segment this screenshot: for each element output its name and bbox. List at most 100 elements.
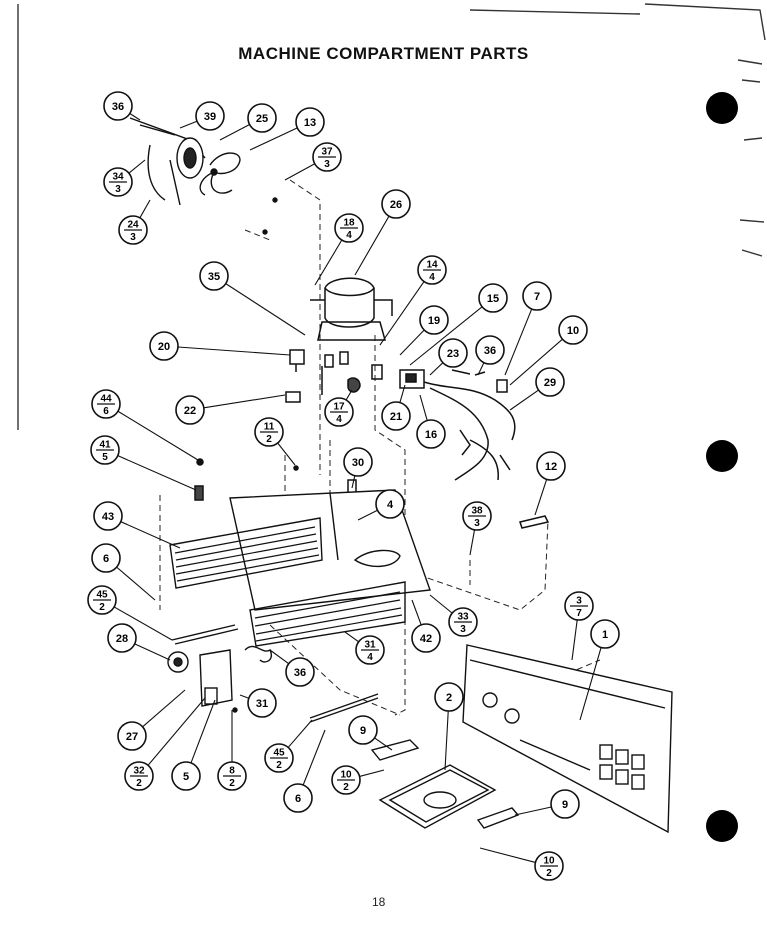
callout-part-number: 4 (387, 499, 394, 511)
callout-c45-2a: 452 (87, 585, 117, 615)
callout-circle (195, 101, 225, 131)
callout-circle (107, 623, 137, 653)
callout-circle (171, 761, 201, 791)
page-number: 18 (372, 895, 386, 909)
callout-c27: 27 (117, 721, 147, 751)
callout-c6a: 6 (91, 543, 121, 573)
callout-c29: 29 (535, 367, 565, 397)
callout-c35: 35 (199, 261, 229, 291)
leader-line-c41-5 (117, 455, 197, 491)
callout-c10a: 10 (558, 315, 588, 345)
callout-c38-3: 383 (462, 501, 492, 531)
leader-line-c10a (509, 338, 563, 386)
callout-part-number: 11 (264, 422, 275, 433)
callout-c42: 42 (411, 623, 441, 653)
callout-quantity: 2 (99, 602, 105, 613)
leader-line-c43 (120, 521, 181, 549)
callout-c3-7: 37 (564, 591, 594, 621)
callout-circle (91, 543, 121, 573)
callout-part-number: 35 (208, 271, 220, 283)
callout-circle (149, 331, 179, 361)
callout-quantity: 2 (266, 434, 272, 445)
condenser-and-base-pan (167, 489, 431, 723)
callout-part-number: 39 (204, 111, 216, 123)
leader-line-c34-3 (128, 159, 146, 174)
leader-line-c9a (374, 737, 393, 751)
callout-c1: 1 (590, 619, 620, 649)
callout-part-number: 44 (100, 394, 112, 405)
callout-part-number: 43 (102, 511, 114, 523)
callout-quantity: 4 (346, 230, 352, 241)
callout-c23: 23 (438, 338, 468, 368)
callout-part-number: 34 (112, 172, 124, 183)
leader-line-c15 (409, 306, 483, 366)
leader-line-c45-2b (287, 719, 313, 748)
callout-c10-2b: 102 (534, 851, 564, 881)
callout-c8-2: 82 (217, 761, 247, 791)
callout-part-number: 25 (256, 113, 268, 125)
callout-circle (590, 619, 620, 649)
callout-part-number: 36 (484, 345, 496, 357)
callout-part-number: 7 (534, 291, 540, 303)
callout-quantity: 4 (367, 652, 373, 663)
callout-c2: 2 (434, 682, 464, 712)
callout-c17-4: 174 (324, 397, 354, 427)
callout-c5: 5 (171, 761, 201, 791)
callout-circle (419, 305, 449, 335)
leader-line-c36a (129, 113, 141, 121)
leader-line-c39 (179, 120, 198, 129)
callout-c20: 20 (149, 331, 179, 361)
callout-circle (438, 338, 468, 368)
callout-part-number: 36 (112, 101, 124, 113)
leader-line-c30 (351, 475, 356, 489)
leader-line-c11-2 (277, 442, 296, 466)
front-grille-panel (462, 644, 673, 834)
callout-c39: 39 (195, 101, 225, 131)
callout-circle (558, 315, 588, 345)
callout-circle (434, 682, 464, 712)
callout-c19: 19 (419, 305, 449, 335)
callout-c11-2: 112 (254, 417, 284, 447)
leader-line-c33-3 (429, 594, 453, 614)
callout-c45-2b: 452 (264, 743, 294, 773)
callout-circle (247, 103, 277, 133)
compressor (310, 277, 393, 395)
callout-part-number: 6 (103, 553, 109, 565)
callout-quantity: 4 (336, 414, 342, 425)
callout-quantity: 4 (429, 272, 435, 283)
callout-c6b: 6 (283, 783, 313, 813)
callout-circle (247, 688, 277, 718)
callout-c41-5: 415 (90, 435, 120, 465)
leader-line-c10-2b (479, 847, 536, 863)
callout-c7: 7 (522, 281, 552, 311)
callout-c9b: 9 (550, 789, 580, 819)
callout-c36b: 36 (475, 335, 505, 365)
relay-and-wire-harness (194, 349, 550, 529)
callout-circle (285, 657, 315, 687)
callout-c36c: 36 (285, 657, 315, 687)
callout-circle (416, 419, 446, 449)
callout-circle (478, 283, 508, 313)
callout-c15: 15 (478, 283, 508, 313)
callout-quantity: 2 (136, 778, 142, 789)
callout-part-number: 29 (544, 377, 556, 389)
leader-line-c7 (504, 308, 533, 376)
dashed-assembly-lines (159, 179, 601, 716)
leader-line-c36b (477, 362, 485, 376)
leader-line-c12 (534, 479, 548, 516)
leader-line-c24-3 (139, 199, 151, 219)
callout-circle (199, 261, 229, 291)
callout-circle (93, 501, 123, 531)
callout-part-number: 38 (471, 506, 483, 517)
callout-quantity: 3 (324, 159, 330, 170)
callout-c21: 21 (381, 401, 411, 431)
callout-part-number: 36 (294, 667, 306, 679)
callout-part-number: 9 (562, 799, 568, 811)
callout-part-number: 45 (273, 748, 285, 759)
callout-c4: 4 (375, 489, 405, 519)
callout-leader-lines (113, 113, 602, 863)
callout-circle (475, 335, 505, 365)
